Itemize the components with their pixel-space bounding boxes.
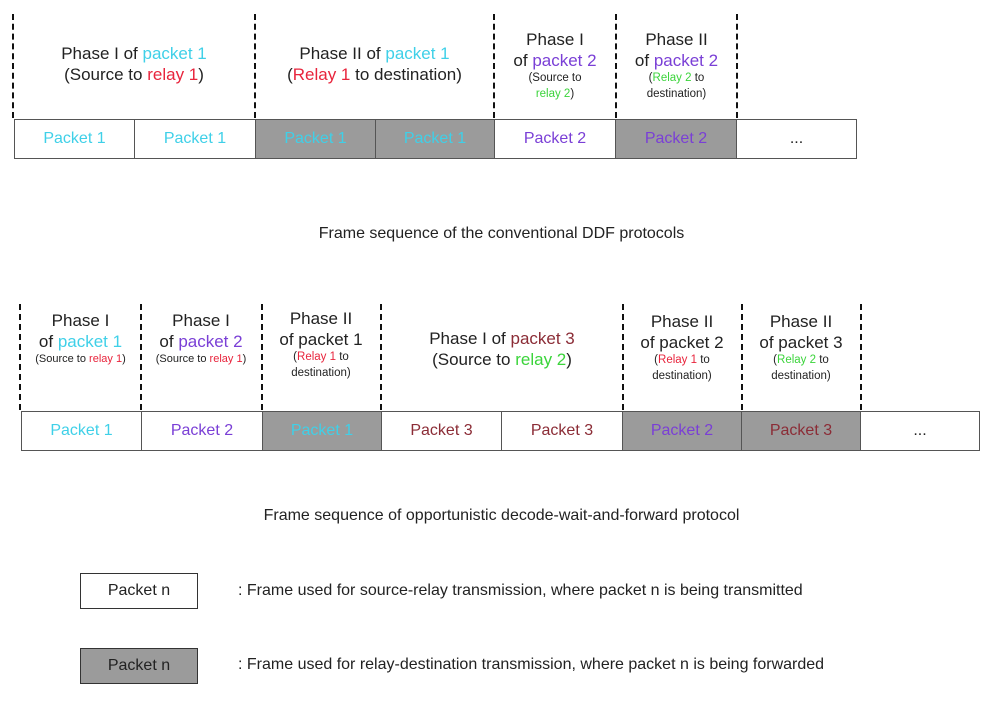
top-frame-4: Packet 1	[376, 120, 495, 158]
bottom-phase-2-label: Phase I of packet 2 (Source to relay 1)	[155, 311, 247, 366]
top-separator-3	[493, 14, 495, 118]
bottom-caption: Frame sequence of opportunistic decode-w…	[263, 507, 740, 524]
bottom-phase-3-label: Phase II of packet 1 (Relay 1 to destina…	[279, 309, 363, 379]
top-frame-3: Packet 1	[256, 120, 376, 158]
bottom-phase-4-label: Phase I of packet 3 (Source to relay 2)	[429, 329, 575, 369]
bottom-separator-1	[19, 304, 21, 410]
legend-box-source-relay: Packet n	[80, 573, 198, 609]
top-phase-2-label: Phase II of packet 1 (Relay 1 to destina…	[287, 44, 462, 84]
bottom-frame-5: Packet 3	[502, 412, 623, 450]
top-frame-2: Packet 1	[135, 120, 256, 158]
top-frame-6: Packet 2	[616, 120, 737, 158]
bottom-separator-6	[741, 304, 743, 410]
bottom-frame-2: Packet 2	[142, 412, 263, 450]
top-separator-4	[615, 14, 617, 118]
bottom-frame-6: Packet 2	[623, 412, 742, 450]
bottom-frame-8: ...	[861, 412, 979, 450]
bottom-frame-4: Packet 3	[382, 412, 502, 450]
top-phase-1-label: Phase I of packet 1 (Source to relay 1)	[61, 44, 207, 84]
bottom-phase-6-label: Phase II of packet 3 (Relay 2 to destina…	[759, 312, 843, 382]
legend-text-source-relay: : Frame used for source-relay transmissi…	[238, 582, 803, 599]
bottom-separator-5	[622, 304, 624, 410]
bottom-frame-3: Packet 1	[263, 412, 382, 450]
top-frame-row: Packet 1 Packet 1 Packet 1 Packet 1 Pack…	[14, 119, 857, 159]
bottom-frame-7: Packet 3	[742, 412, 861, 450]
bottom-frame-1: Packet 1	[22, 412, 142, 450]
top-phase-4-label: Phase II of packet 2 (Relay 2 to destina…	[634, 30, 719, 100]
top-phase-3-label: Phase I of packet 2 (Source to relay 2)	[513, 30, 597, 100]
bottom-separator-7	[860, 304, 862, 410]
top-frame-5: Packet 2	[495, 120, 616, 158]
top-frame-7: ...	[737, 120, 856, 158]
bottom-separator-3	[261, 304, 263, 410]
bottom-phase-1-label: Phase I of packet 1 (Source to relay 1)	[35, 311, 126, 366]
bottom-separator-4	[380, 304, 382, 410]
bottom-frame-row: Packet 1 Packet 2 Packet 1 Packet 3 Pack…	[21, 411, 980, 451]
top-separator-5	[736, 14, 738, 118]
top-caption: Frame sequence of the conventional DDF p…	[318, 225, 685, 242]
top-separator-1	[12, 14, 14, 118]
legend-box-relay-destination: Packet n	[80, 648, 198, 684]
top-frame-1: Packet 1	[15, 120, 135, 158]
top-separator-2	[254, 14, 256, 118]
legend-text-relay-destination: : Frame used for relay-destination trans…	[238, 656, 825, 673]
bottom-separator-2	[140, 304, 142, 410]
bottom-phase-5-label: Phase II of packet 2 (Relay 1 to destina…	[640, 312, 724, 382]
